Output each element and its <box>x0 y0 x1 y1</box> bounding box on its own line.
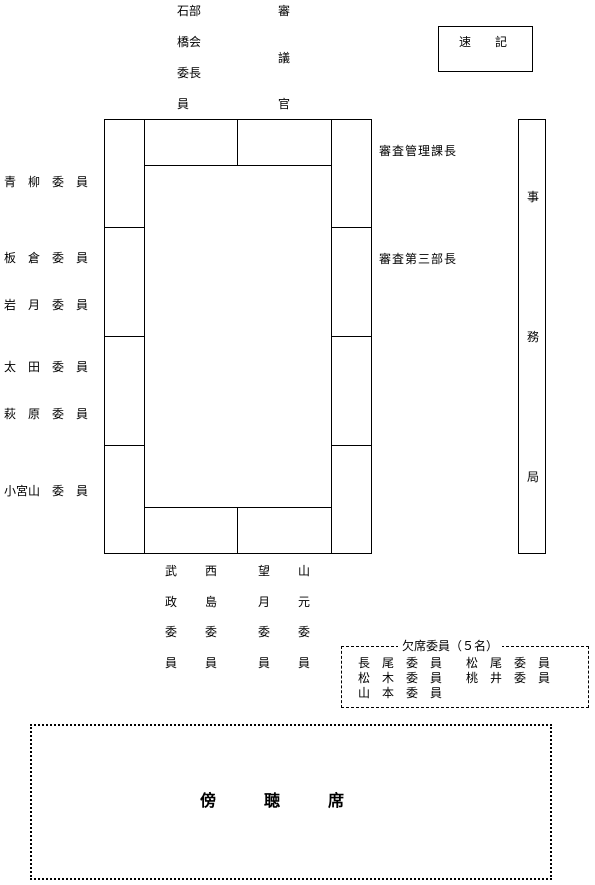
absent-member-row: 松 木 委 員 桃 井 委 員 <box>358 671 551 685</box>
right-seat-divider <box>331 336 372 337</box>
public-gallery-box: 傍 聴 席 <box>30 724 552 880</box>
right-seat-divider <box>331 227 372 228</box>
bottom-member-4-line-2: 元 <box>298 595 311 609</box>
top-member-2-line-1: 審 <box>278 4 291 18</box>
left-member: 青 柳 委 員 <box>4 175 89 189</box>
secretariat-label-2: 務 <box>527 330 540 344</box>
bottom-border <box>144 553 332 554</box>
absent-member-row: 長 尾 委 員 松 尾 委 員 <box>358 656 551 670</box>
left-member: 太 田 委 員 <box>4 360 89 374</box>
secretariat-label-1: 事 <box>527 190 540 204</box>
top-member-1-line-4: 員 <box>177 97 190 111</box>
secretariat-box: 事 務 局 <box>518 119 546 554</box>
bottom-member-1-line-1: 武 <box>165 564 178 578</box>
left-member: 板 倉 委 員 <box>4 251 89 265</box>
bottom-member-2-line-4: 員 <box>205 656 218 670</box>
stenographer-label: 速 記 <box>459 35 508 49</box>
top-member-1-line-2: 橋会 <box>177 35 202 49</box>
bottom-member-2-line-3: 委 <box>205 625 218 639</box>
public-gallery-label: 傍 聴 席 <box>200 791 345 810</box>
bottom-member-1-line-4: 員 <box>165 656 178 670</box>
top-seat-divider <box>144 165 332 166</box>
top-member-1-line-3: 委長 <box>177 66 202 80</box>
absent-members-title: 欠席委員（５名） <box>398 639 503 653</box>
right-official: 審査第三部長 <box>379 252 458 266</box>
bottom-seat-divider <box>144 507 332 508</box>
top-member-2-line-2: 議 <box>278 51 291 65</box>
left-seat-divider <box>104 445 145 446</box>
top-member-1-line-1: 石部 <box>177 4 202 18</box>
left-member: 萩 原 委 員 <box>4 407 89 421</box>
secretariat-label-3: 局 <box>527 470 540 484</box>
bottom-member-4-line-1: 山 <box>298 564 311 578</box>
left-member: 岩 月 委 員 <box>4 298 89 312</box>
bottom-member-1-line-2: 政 <box>165 595 178 609</box>
bottom-member-3-line-4: 員 <box>258 656 271 670</box>
left-seat-divider <box>104 336 145 337</box>
right-seat-divider <box>331 445 372 446</box>
absent-member-row: 山 本 委 員 <box>358 686 443 700</box>
bottom-member-4-line-3: 委 <box>298 625 311 639</box>
right-official: 審査管理課長 <box>379 144 458 158</box>
bottom-member-1-line-3: 委 <box>165 625 178 639</box>
top-member-2-line-3: 官 <box>278 97 291 111</box>
bottom-member-3-line-1: 望 <box>258 564 271 578</box>
bottom-member-3-line-3: 委 <box>258 625 271 639</box>
bottom-member-4-line-4: 員 <box>298 656 311 670</box>
bottom-member-2-line-1: 西 <box>205 564 218 578</box>
left-member: 小宮山 委 員 <box>4 484 89 498</box>
stenographer-box: 速 記 <box>438 26 533 72</box>
top-seat-split <box>237 119 238 165</box>
bottom-member-2-line-2: 島 <box>205 595 218 609</box>
left-seat-divider <box>104 227 145 228</box>
bottom-member-3-line-2: 月 <box>258 595 271 609</box>
bottom-seat-split <box>237 507 238 553</box>
top-border <box>144 119 332 120</box>
